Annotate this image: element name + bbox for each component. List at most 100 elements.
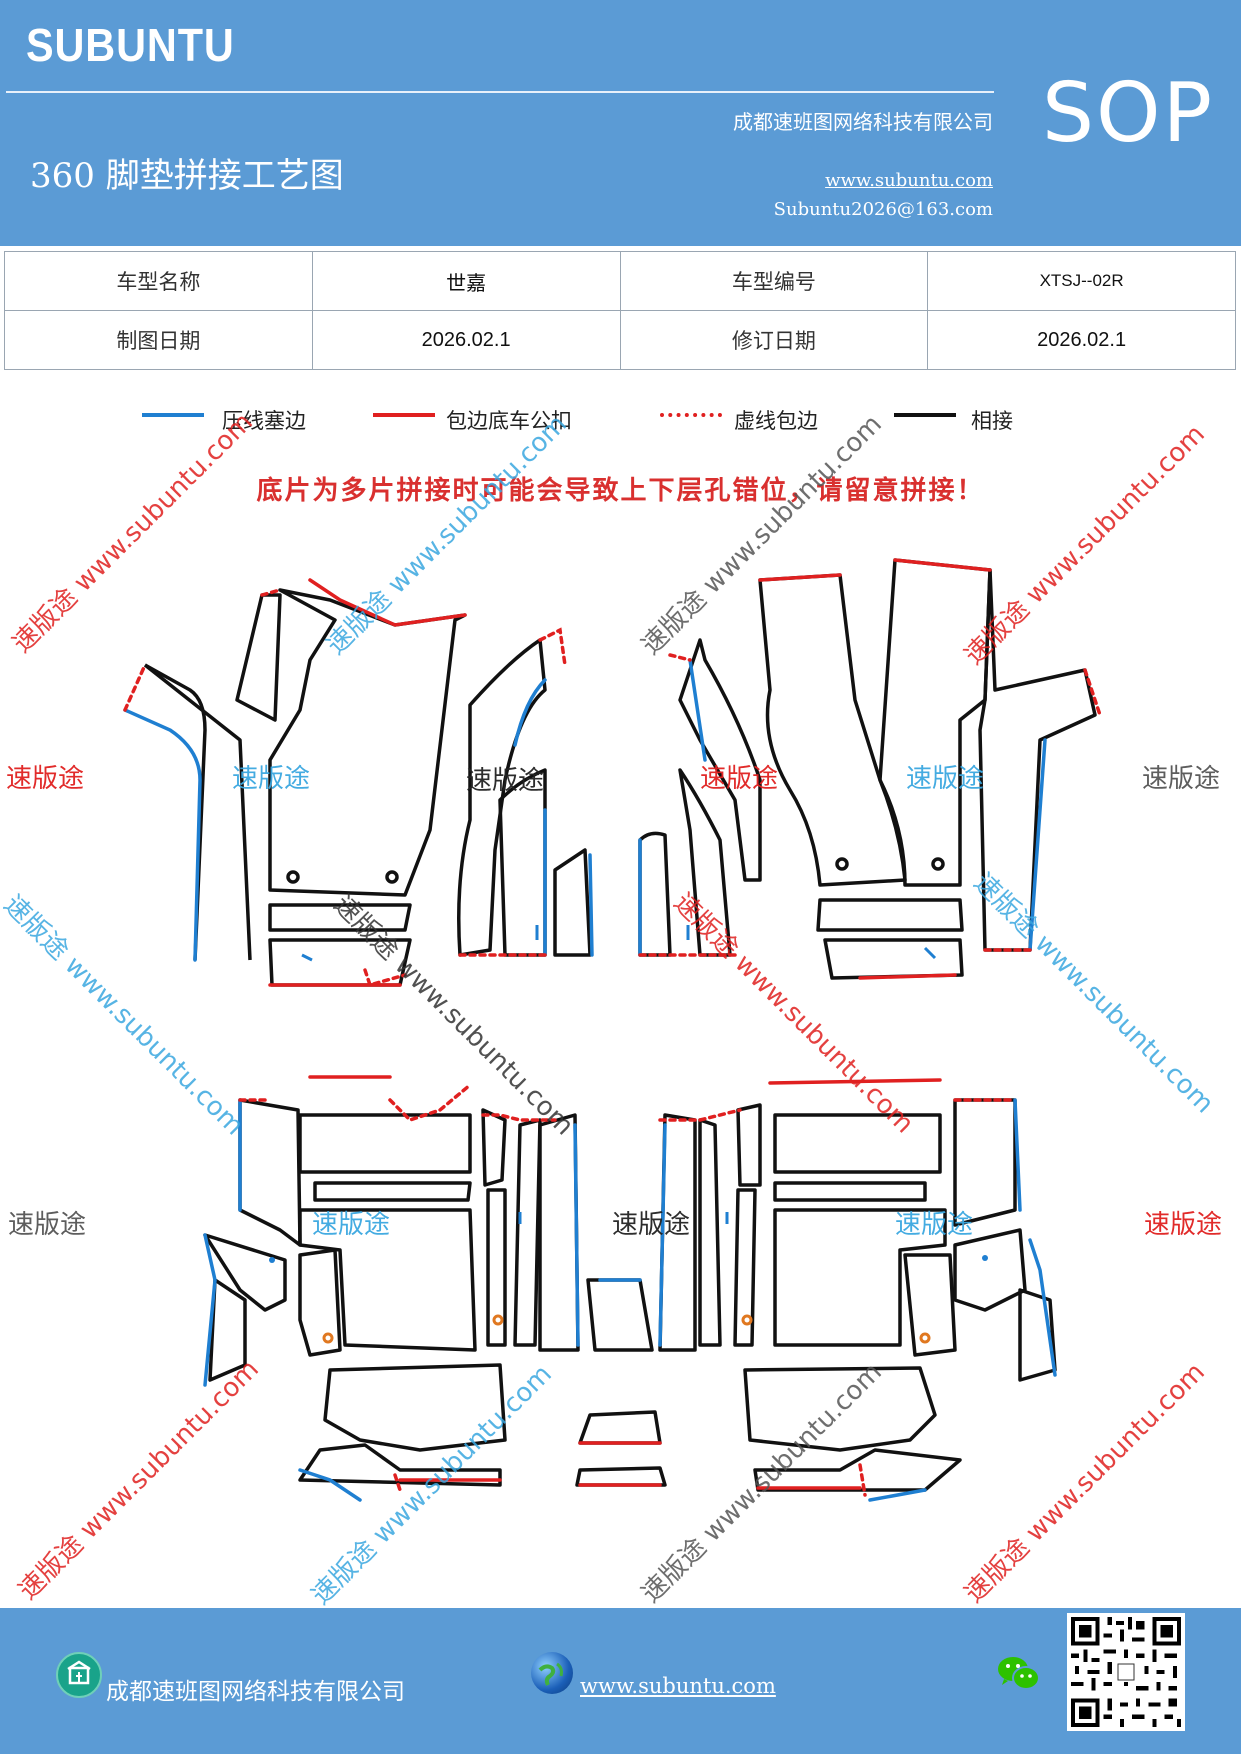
blue-edge [203,1233,217,1387]
company-home-icon [56,1652,102,1698]
watermark-label: 速版途 [700,764,779,794]
red-dashed-edge [668,653,692,662]
red-edge [758,573,842,582]
draw-date-label: 制图日期 [4,310,313,370]
hole-mark [269,1257,275,1263]
mat-piece [143,663,252,961]
mat-piece [235,593,282,722]
legend-swatch-red-dashed [660,413,722,417]
blue-edge [123,708,202,962]
legend-label: 虚线包边 [734,409,818,433]
qr-code[interactable] [1067,1613,1185,1731]
revise-date-value: 2026.02.1 [927,310,1236,370]
mat-piece [575,1466,667,1487]
mat-piece [323,1363,507,1452]
watermark-label: 速版途 [6,764,85,794]
red-dashed-edge [658,1108,742,1122]
blue-edge [1013,1098,1022,1212]
mat-piece [903,1253,957,1357]
watermark-label: 速版途 [1144,1210,1223,1240]
hole-mark [982,1255,988,1261]
footer-banner: 成都速班图网络科技有限公司 www.subuntu.com [0,1608,1241,1754]
mat-piece [773,1113,942,1174]
table-row: 制图日期 2026.02.1 修订日期 2026.02.1 [4,310,1236,370]
red-dashed-edge [393,1473,402,1492]
red-edge [308,578,467,627]
mat-piece [298,1443,502,1487]
mat-piece [238,1098,302,1247]
draw-date-value: 2026.02.1 [311,310,621,370]
model-code-label: 车型编号 [619,251,929,311]
red-dashed-edge [1083,668,1102,717]
mat-piece [953,1228,1027,1312]
watermark-label: 速版途 [1142,764,1221,794]
mat-piece [773,1208,947,1347]
header-banner: SUBUNTU 成都速班图网络科技有限公司 360 脚垫拼接工艺图 SOP ww… [0,0,1241,246]
mat-piece [753,1448,962,1492]
brand-logo: SUBUNTU [26,19,235,71]
mat-piece [553,848,592,957]
mat-piece [978,568,1097,952]
header-website-link[interactable]: www.subuntu.com [825,170,993,191]
mat-piece [298,1248,342,1357]
red-edge [858,973,957,980]
watermark-label: 速版途 [895,1210,974,1240]
hole-mark [741,1314,753,1326]
mat-piece [538,1113,580,1352]
red-dashed-edge [363,968,407,988]
legend-label: 压线塞边 [222,409,306,433]
watermark-label: 速版途 [466,766,545,796]
header-divider [6,91,994,93]
blue-edge [588,853,594,957]
blue-edge [658,1123,667,1347]
mat-piece [513,1118,542,1347]
watermark-label: 速版途 [8,1210,87,1240]
red-dashed-edge [858,1463,867,1497]
sop-label: SOP [1042,66,1215,161]
mat-piece [773,1181,927,1202]
blue-edge [298,1468,362,1502]
model-name-label: 车型名称 [4,251,313,311]
blue-edge [868,1488,927,1502]
revise-date-label: 修订日期 [619,310,929,370]
hole-mark [322,1332,334,1344]
red-dashed-edge [388,1083,472,1123]
mat-piece [586,1278,654,1352]
slot-mark [301,953,313,962]
red-dashed-edge [123,663,147,712]
red-edge [768,1078,942,1085]
mat-piece [736,1103,762,1187]
table-row: 车型名称 世嘉 车型编号 XTSJ--02R [4,251,1236,311]
mat-piece [144,663,207,961]
mat-piece [823,938,964,980]
mat-piece [743,1366,937,1452]
header-company: 成都速班图网络科技有限公司 [733,110,993,134]
globe-icon [531,1652,573,1694]
mat-piece [758,573,907,887]
mat-piece [313,1181,472,1202]
mat-piece [698,1118,722,1347]
model-code-value: XTSJ--02R [927,251,1236,311]
slot-mark [923,946,937,960]
mat-piece [486,1188,507,1347]
watermark-label: 速版途 [312,1210,391,1240]
info-table: 车型名称 世嘉 车型编号 XTSJ--02R 制图日期 2026.02.1 修订… [4,251,1236,370]
watermark-label: 速版途 [906,764,985,794]
red-edge [893,558,992,572]
blue-edge [688,658,707,762]
mat-piece [298,1113,472,1174]
footer-website-link[interactable]: www.subuntu.com [580,1674,776,1698]
mat-piece [638,831,672,957]
mat-piece [878,558,992,887]
model-name-value: 世嘉 [311,251,621,311]
header-email[interactable]: Subuntu2026@163.com [773,199,993,220]
mat-piece [816,898,964,932]
legend-label: 相接 [971,409,1013,433]
wechat-icon[interactable] [995,1653,1043,1695]
legend-swatch-red [373,413,435,417]
warning-text: 底片为多片拼接时可能会导致上下层孔错位，请留意拼接！ [256,476,985,506]
red-dashed-edge [538,627,567,667]
legend-swatch-blue [142,413,204,417]
hole-mark [919,1332,931,1344]
